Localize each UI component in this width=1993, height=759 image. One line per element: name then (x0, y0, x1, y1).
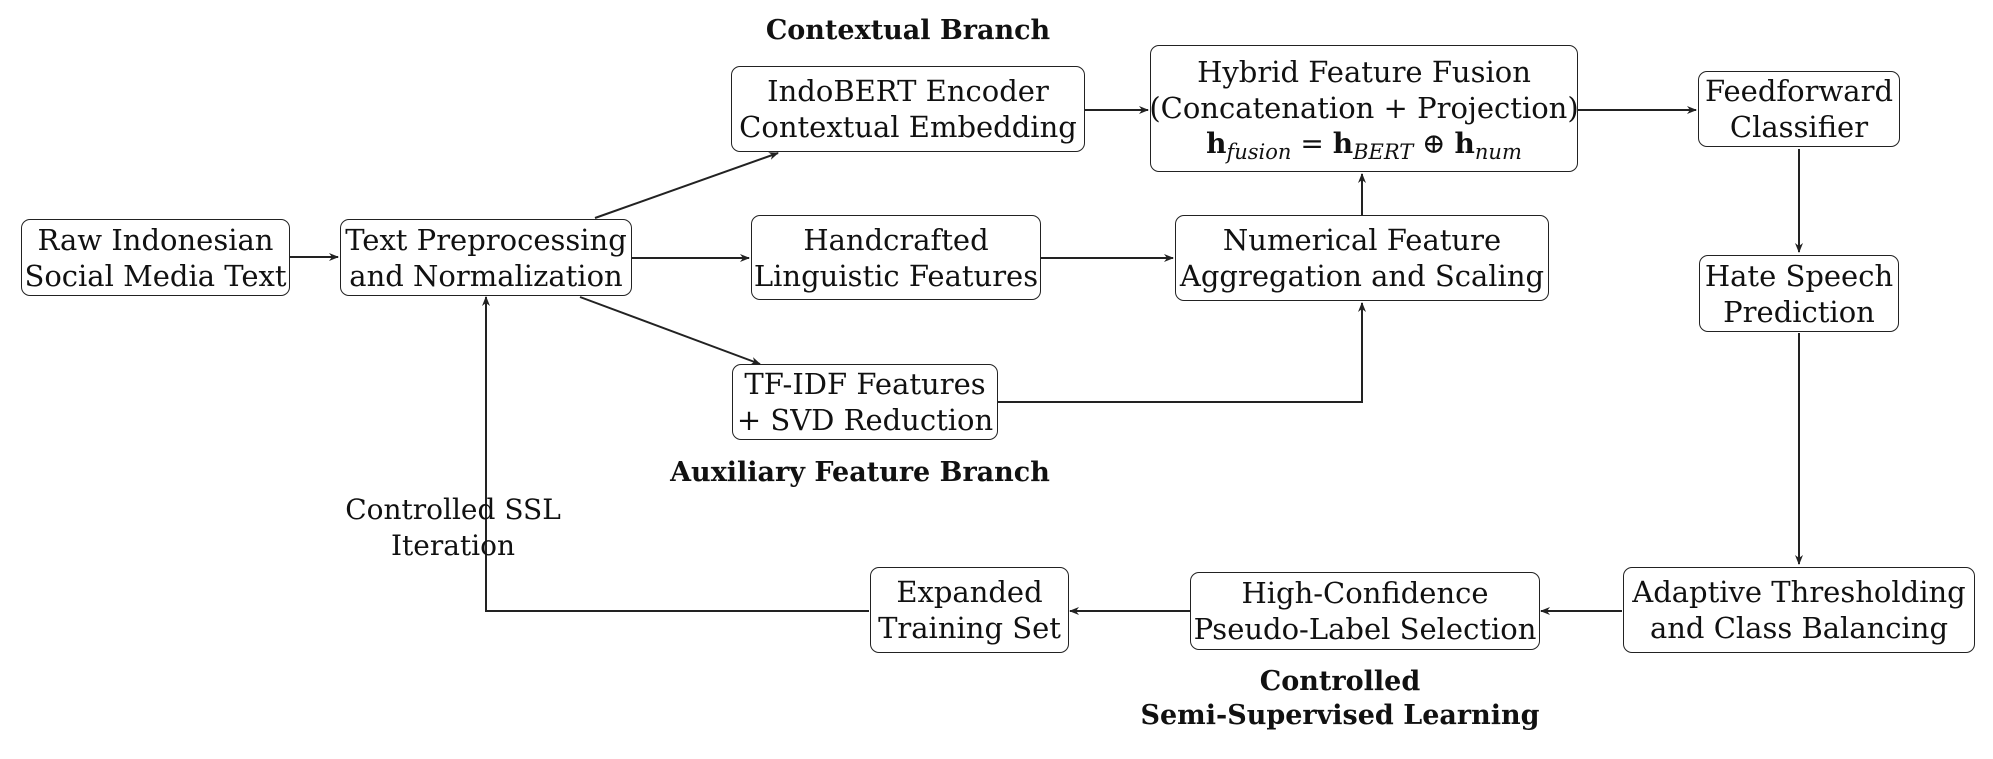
formula-h-bert: h (1332, 126, 1354, 160)
preprocessing-line2: and Normalization (349, 258, 623, 293)
indobert-node: IndoBERT Encoder Contextual Embedding (731, 66, 1085, 152)
ssl-iteration-line2: Iteration (390, 529, 516, 562)
formula-sub-num: num (1474, 139, 1522, 164)
expanded-line2: Training Set (878, 611, 1061, 645)
raw-text-line2: Social Media Text (24, 258, 287, 293)
thresholding-line1: Adaptive Thresholding (1632, 575, 1966, 609)
raw-text-line1: Raw Indonesian (37, 222, 274, 257)
ssl-iteration-label: Controlled SSL Iteration (323, 492, 583, 564)
arrow-expanded-to-preprocessing-loop (482, 296, 869, 612)
ssl-heading-line2: Semi-Supervised Learning (1140, 700, 1540, 731)
fusion-line1: Hybrid Feature Fusion (1197, 54, 1531, 89)
formula-sub-bert: BERT (1353, 139, 1414, 164)
indobert-line2: Contextual Embedding (739, 110, 1077, 144)
indobert-line1: IndoBERT Encoder (767, 74, 1049, 108)
formula-sub-fusion: fusion (1226, 139, 1292, 164)
formula-oplus: ⊕ (1413, 126, 1455, 160)
fusion-line2: (Concatenation + Projection) (1149, 90, 1579, 125)
arrow-preprocessing-to-tfidf (579, 296, 761, 365)
formula-equals: = (1291, 126, 1333, 160)
thresholding-line2: and Class Balancing (1649, 611, 1949, 645)
expanded-line1: Expanded (896, 575, 1043, 609)
classifier-line1: Feedforward (1704, 74, 1894, 108)
auxiliary-branch-heading: Auxiliary Feature Branch (670, 457, 1050, 488)
arrow-tfidf-to-numerical (998, 302, 1366, 403)
preprocessing-line1: Text Preprocessing (345, 222, 627, 257)
numerical-line1: Numerical Feature (1222, 223, 1502, 257)
prediction-line2: Prediction (1723, 294, 1875, 329)
prediction-line1: Hate Speech (1704, 258, 1894, 293)
pseudo-label-line2: Pseudo-Label Selection (1193, 612, 1537, 646)
fusion-formula: hfusion = hBERT ⊕ hnum (1206, 126, 1522, 164)
ssl-iteration-line1: Controlled SSL (345, 493, 561, 526)
formula-h-num: h (1454, 126, 1475, 160)
handcrafted-line1: Handcrafted (803, 222, 989, 257)
fusion-node: Hybrid Feature Fusion (Concatenation + P… (1149, 45, 1579, 172)
handcrafted-node: Handcrafted Linguistic Features (751, 215, 1041, 300)
tfidf-line1: TF-IDF Features (744, 367, 986, 401)
prediction-node: Hate Speech Prediction (1699, 255, 1899, 332)
contextual-branch-heading: Contextual Branch (765, 15, 1051, 46)
ssl-heading-line1: Controlled (1259, 666, 1421, 697)
expanded-training-node: Expanded Training Set (870, 567, 1069, 653)
pseudo-label-node: High-Confidence Pseudo-Label Selection (1190, 572, 1540, 650)
classifier-node: Feedforward Classifier (1698, 71, 1900, 147)
tfidf-node: TF-IDF Features + SVD Reduction (732, 364, 998, 440)
classifier-line2: Classifier (1729, 110, 1869, 144)
handcrafted-line2: Linguistic Features (753, 258, 1039, 293)
raw-text-node: Raw Indonesian Social Media Text (21, 219, 290, 296)
numerical-node: Numerical Feature Aggregation and Scalin… (1175, 215, 1549, 301)
arrow-preprocessing-to-indobert (594, 152, 779, 219)
tfidf-line2: + SVD Reduction (736, 403, 994, 437)
formula-h-fusion: h (1206, 126, 1227, 160)
pseudo-label-line1: High-Confidence (1241, 576, 1489, 610)
numerical-line2: Aggregation and Scaling (1179, 259, 1545, 293)
preprocessing-node: Text Preprocessing and Normalization (340, 219, 632, 296)
ssl-heading: Controlled Semi-Supervised Learning (1130, 665, 1550, 733)
thresholding-node: Adaptive Thresholding and Class Balancin… (1623, 567, 1975, 653)
